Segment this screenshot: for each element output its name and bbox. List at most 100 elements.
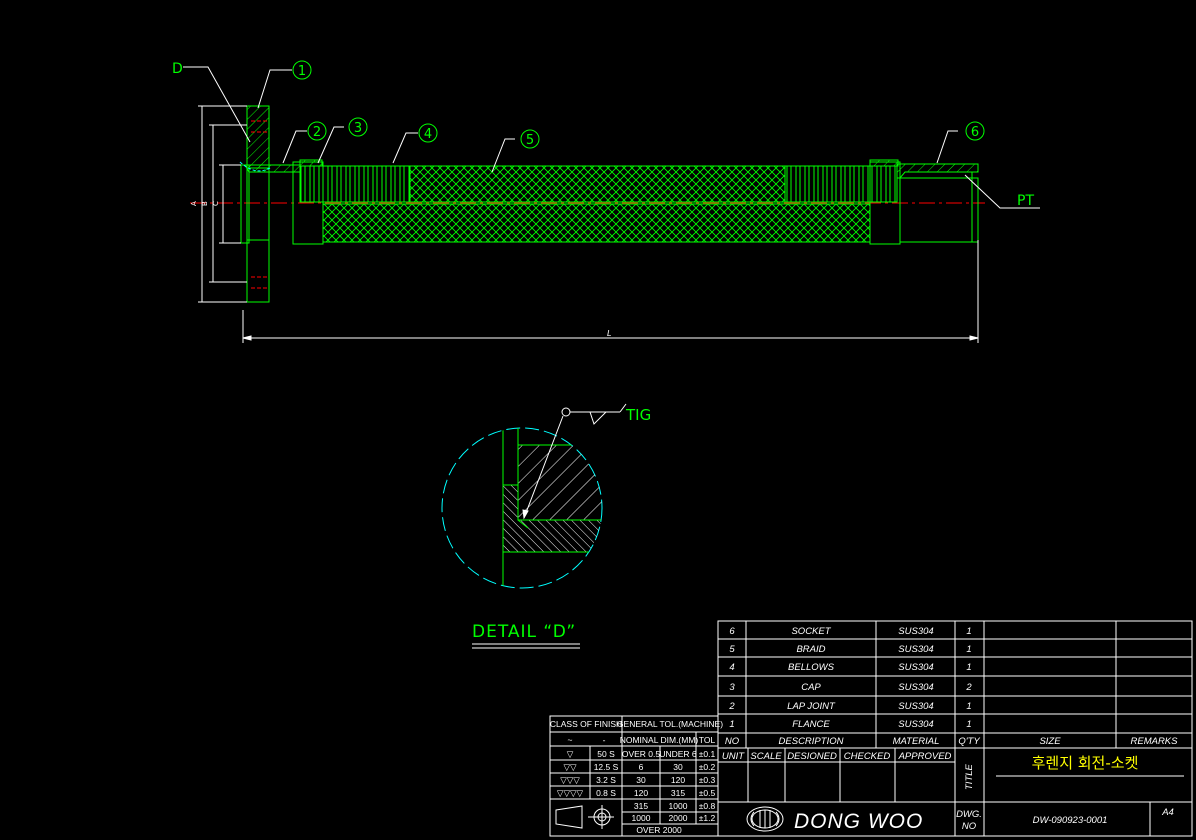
bom-header-row: NO DESCRIPTION MATERIAL Q'TY SIZE REMARK… [725, 736, 1178, 747]
bom-qty-3: 2 [965, 682, 972, 693]
tolerance-header: GENERAL TOL.(MACHINE) [617, 719, 723, 729]
socket [896, 163, 979, 243]
finish-value-1: 50 S [597, 749, 615, 759]
finish-value-3: 3.2 S [596, 775, 616, 785]
bom-no-1: 5 [729, 644, 735, 655]
bom-desc-4: LAP JOINT [787, 701, 836, 712]
tol-val-0: ±0.1 [699, 749, 716, 759]
bom-header-size: SIZE [1039, 736, 1061, 747]
weld-symbol [522, 403, 627, 520]
detail-view: TIG DETAIL “D” [441, 403, 651, 649]
tol-from-1: 6 [639, 762, 644, 772]
bom-mat-3: SUS304 [898, 682, 933, 693]
checked-label: CHECKED [844, 751, 891, 762]
detail-ref-label: D [172, 61, 183, 77]
bom-no-3: 3 [729, 682, 735, 693]
balloon-3-label: 3 [354, 121, 362, 136]
bom-header-description: DESCRIPTION [779, 736, 844, 747]
unit-label: UNIT [722, 751, 745, 762]
tol-from-5: 1000 [632, 813, 651, 823]
tol-to-1: 30 [673, 762, 683, 772]
finish-symbol-4: ▽▽▽▽ [557, 788, 584, 798]
drawing-number: DW-090923-0001 [1033, 815, 1108, 826]
pt-label: PT [1017, 193, 1034, 209]
tol-from-0: OVER 0.5 [622, 749, 661, 759]
balloon-2: 2 [307, 121, 327, 141]
balloon-4: 4 [418, 123, 438, 143]
balloon-2-label: 2 [313, 125, 321, 140]
bom-desc-5: FLANCE [792, 719, 830, 730]
bom-table: 6 SOCKET SUS304 1 5 BRAID SUS304 1 4 BEL… [717, 620, 1193, 749]
finish-symbol-3: ▽▽▽ [560, 775, 580, 785]
tol-from-4: 315 [634, 801, 648, 811]
bom-header-no: NO [725, 736, 740, 747]
finish-value-2: 12.5 S [594, 762, 619, 772]
title-block: UNIT SCALE DESIONED CHECKED APPROVED TIT… [717, 747, 1193, 837]
balloon-1: 1 [292, 60, 312, 80]
bom-row: 6 SOCKET SUS304 1 [729, 626, 971, 637]
bom-mat-1: SUS304 [898, 644, 933, 655]
main-view: L A B C D PT 1 2 3 4 5 6 [172, 60, 1040, 343]
tol-to-2: 120 [671, 775, 685, 785]
finish-value-4: 0.8 S [596, 788, 616, 798]
scale-label: SCALE [750, 751, 782, 762]
balloon-1-label: 1 [298, 64, 306, 79]
tol-to-5: 2000 [669, 813, 688, 823]
bom-row: 1 FLANCE SUS304 1 [729, 719, 971, 730]
balloon-6-label: 6 [971, 125, 979, 140]
bom-desc-2: BELLOWS [788, 662, 835, 673]
bom-mat-4: SUS304 [898, 701, 933, 712]
tol-last: OVER 2000 [636, 825, 682, 835]
bom-row: 4 BELLOWS SUS304 1 [729, 662, 971, 673]
tol-val-2: ±0.3 [699, 775, 716, 785]
bom-desc-0: SOCKET [791, 626, 831, 637]
finish-symbol-1: ▽ [567, 749, 574, 759]
bom-qty-0: 1 [966, 626, 971, 637]
bom-header-qty: Q'TY [958, 736, 980, 747]
finish-symbol-0: ~ [568, 735, 573, 745]
drawing-title: 후렌지 회전-소켓 [1032, 754, 1139, 772]
sheet-size: A4 [1161, 807, 1174, 818]
tol-to-3: 315 [671, 788, 685, 798]
bom-mat-5: SUS304 [898, 719, 933, 730]
balloon-6: 6 [965, 121, 985, 141]
dwg-label-2: NO [962, 821, 977, 832]
bom-qty-1: 1 [966, 644, 971, 655]
projection-symbol [555, 805, 614, 829]
company-logo [746, 806, 784, 832]
finish-value-0: - [603, 735, 606, 745]
tol-header: TOL [699, 735, 716, 745]
flange [246, 105, 270, 303]
balloon-3: 3 [348, 117, 368, 137]
braid [322, 165, 871, 243]
tol-to-4: 1000 [669, 801, 688, 811]
bom-row: 2 LAP JOINT SUS304 1 [728, 701, 971, 712]
bom-mat-2: SUS304 [898, 662, 933, 673]
title-label: TITLE [964, 763, 975, 790]
tol-val-4: ±0.8 [699, 801, 716, 811]
bom-no-0: 6 [729, 626, 735, 637]
bom-header-remarks: REMARKS [1131, 736, 1179, 747]
finish-symbol-2: ▽▽ [563, 762, 577, 772]
balloon-5: 5 [520, 129, 540, 149]
tol-to-0: UNDER 6 [659, 749, 697, 759]
bom-qty-2: 1 [966, 662, 971, 673]
designed-label: DESIONED [787, 751, 837, 762]
dim-l-label: L [607, 329, 611, 338]
nominal-header: NOMINAL DIM.(MM) [620, 735, 699, 745]
balloon-4-label: 4 [424, 127, 432, 142]
bom-row: 5 BRAID SUS304 1 [729, 644, 971, 655]
tol-val-1: ±0.2 [699, 762, 716, 772]
leaders [183, 66, 1040, 209]
bom-mat-0: SUS304 [898, 626, 933, 637]
bom-desc-1: BRAID [796, 644, 825, 655]
bom-row: 3 CAP SUS304 2 [729, 682, 972, 693]
tol-val-3: ±0.5 [699, 788, 716, 798]
company-name: DONG WOO [794, 810, 923, 833]
finish-tolerance-table: CLASS OF FINISH GENERAL TOL.(MACHINE) NO… [549, 715, 723, 837]
bom-desc-3: CAP [801, 682, 821, 693]
tol-val-5: ±1.2 [699, 813, 716, 823]
detail-title: DETAIL “D” [472, 622, 576, 642]
dim-a-label: A [190, 201, 198, 206]
